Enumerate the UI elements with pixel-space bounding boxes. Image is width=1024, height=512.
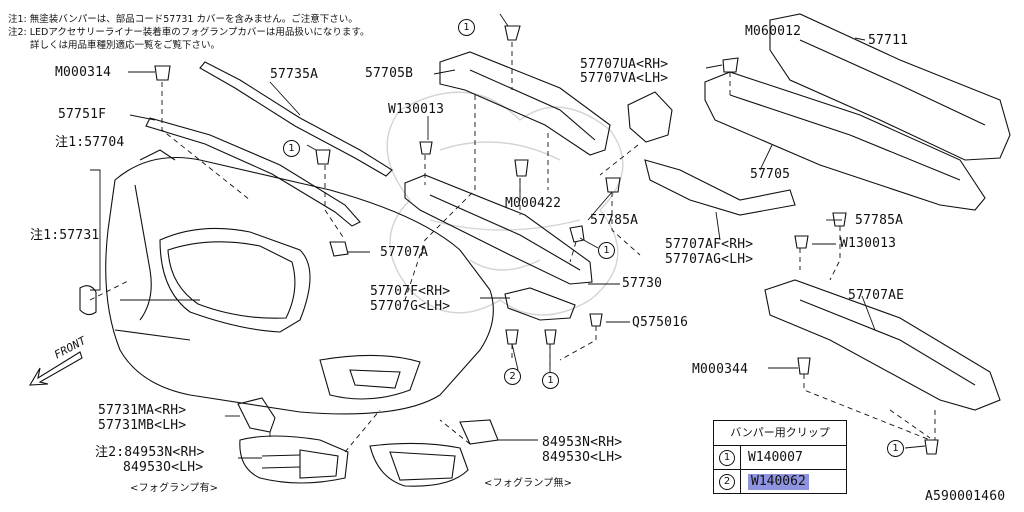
- label-w130013-upper: W130013: [388, 102, 445, 117]
- legend-row-2-code: W140062: [748, 474, 809, 490]
- label-57735a: 57735A: [270, 67, 319, 82]
- label-57707af: 57707AF<RH>: [665, 237, 754, 252]
- note-1: 注1: 無塗装バンパーは、部品コード57731 カバーを含みません。ご注意下さい…: [8, 14, 358, 25]
- callout-1-mid: 1: [283, 140, 300, 157]
- guide-lines: [89, 42, 936, 453]
- label-57705: 57705: [750, 167, 791, 182]
- label-84953o-with-fog: 84953O<LH>: [123, 460, 204, 475]
- legend-row-2: 2 W140062: [714, 469, 846, 494]
- label-84953n-with-fog: 注2:84953N<RH>: [95, 445, 205, 460]
- label-57707g: 57707G<LH>: [370, 299, 451, 314]
- label-57707f: 57707F<RH>: [370, 284, 451, 299]
- part-57705: [704, 71, 986, 211]
- part-57707a: [329, 241, 349, 257]
- part-57730: [404, 174, 593, 285]
- part-57751f: [145, 117, 361, 227]
- label-84953n-without-fog: 84953N<RH>: [542, 435, 623, 450]
- callout-1-lower: 1: [542, 372, 559, 389]
- label-m000422: M000422: [505, 196, 562, 211]
- part-57707af: [644, 159, 796, 216]
- label-fog-lamp-with: <フォグランプ有>: [130, 483, 219, 494]
- label-57705b: 57705B: [365, 66, 414, 81]
- label-57704: 注1:57704: [55, 135, 125, 150]
- label-84953o-without-fog: 84953O<LH>: [542, 450, 623, 465]
- bumper-cover-57704: [105, 149, 494, 415]
- label-w130013-lower: W130013: [840, 236, 897, 251]
- legend-row-1-code: W140007: [748, 450, 803, 465]
- label-57707va: 57707VA<LH>: [580, 71, 669, 86]
- label-57707ae: 57707AE: [848, 288, 905, 303]
- label-m000344: M000344: [692, 362, 749, 377]
- label-q575016: Q575016: [632, 315, 689, 330]
- label-57707ua: 57707UA<RH>: [580, 57, 669, 72]
- fog-grille-without-lamp: [369, 419, 499, 487]
- label-57707ag: 57707AG<LH>: [665, 252, 754, 267]
- label-fog-lamp-without: <フォグランプ無>: [484, 478, 573, 489]
- callout-1-top: 1: [458, 19, 475, 36]
- part-57731ma: [237, 397, 276, 433]
- callout-1-bottom: 1: [887, 440, 904, 457]
- clip-legend-table: バンパー用クリップ 1 W140007 2 W140062: [713, 420, 847, 494]
- callout-2: 2: [504, 368, 521, 385]
- label-57785a-left: 57785A: [590, 213, 639, 228]
- label-57731ma: 57731MA<RH>: [98, 403, 187, 418]
- note-2-detail: 詳しくは用品車種別適応一覧をご覧下さい。: [30, 40, 221, 51]
- label-57707a: 57707A: [380, 245, 429, 260]
- part-57707ua: [627, 91, 673, 143]
- fog-grille-with-lamp: [239, 435, 349, 484]
- part-57731: [79, 285, 97, 316]
- leader-lines: [90, 13, 926, 459]
- legend-title: バンパー用クリップ: [730, 426, 830, 439]
- note-2: 注2: LEDアクセサリーライナー装着車のフォグランプカバーは用品扱いになります…: [8, 27, 370, 38]
- legend-row-1: 1 W140007: [714, 445, 846, 470]
- label-m060012: M060012: [745, 24, 802, 39]
- part-57707f: [504, 287, 576, 321]
- part-57711: [769, 13, 1011, 161]
- label-57751f: 57751F: [58, 107, 107, 122]
- part-57707ae: [764, 279, 1001, 411]
- part-57705b: [439, 51, 611, 156]
- part-57735a: [199, 61, 393, 177]
- label-57731: 注1:57731: [30, 228, 100, 243]
- label-57730: 57730: [622, 276, 663, 291]
- front-arrow: [29, 351, 83, 386]
- callout-1-right: 1: [598, 242, 615, 259]
- label-57785a-right: 57785A: [855, 213, 904, 228]
- legend-row-2-number: 2: [719, 474, 735, 490]
- legend-row-1-number: 1: [719, 450, 735, 466]
- label-m000314: M000314: [55, 65, 112, 80]
- label-57711: 57711: [868, 33, 909, 48]
- figure-code: A590001460: [925, 489, 1006, 504]
- label-57731mb: 57731MB<LH>: [98, 418, 187, 433]
- watermark-emblem: [386, 91, 624, 316]
